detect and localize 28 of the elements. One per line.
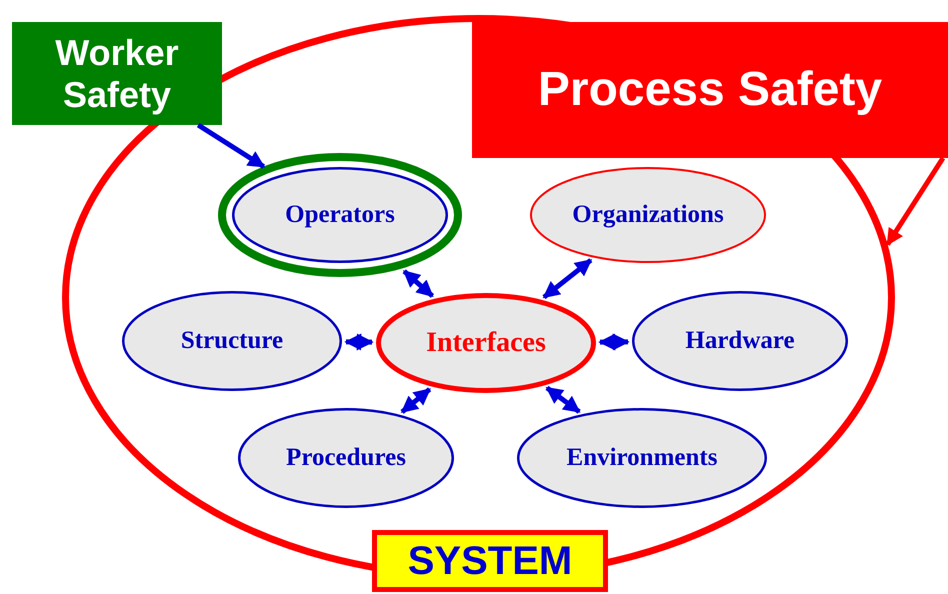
node-label: Operators xyxy=(285,201,395,229)
node-label: Hardware xyxy=(685,327,795,355)
label-box xyxy=(372,530,608,592)
node-label: Procedures xyxy=(286,444,406,472)
double-arrow xyxy=(400,387,432,414)
double-arrow xyxy=(402,269,434,298)
component-ellipse xyxy=(122,291,342,391)
arrow xyxy=(886,156,946,246)
double-arrow xyxy=(546,386,581,414)
arrow xyxy=(196,122,266,169)
component-ellipse xyxy=(238,408,454,508)
component-ellipse xyxy=(517,408,767,508)
node-label: Environments xyxy=(566,444,718,472)
label-box xyxy=(12,22,222,125)
node-label: Organizations xyxy=(572,201,724,229)
double-arrow xyxy=(344,333,374,351)
node-label: Structure xyxy=(180,327,284,355)
component-ellipse xyxy=(530,167,766,263)
node-label: Interfaces xyxy=(426,327,546,359)
node-label: Worker Safety xyxy=(54,32,180,115)
node-label: Process Safety xyxy=(538,64,882,116)
label-box xyxy=(472,22,948,158)
double-arrow xyxy=(598,334,630,350)
component-ellipse xyxy=(632,291,848,391)
double-arrow xyxy=(542,258,592,300)
highlighted-ellipse xyxy=(218,153,462,277)
component-ellipse xyxy=(376,293,596,393)
node-label: SYSTEM xyxy=(408,539,572,583)
